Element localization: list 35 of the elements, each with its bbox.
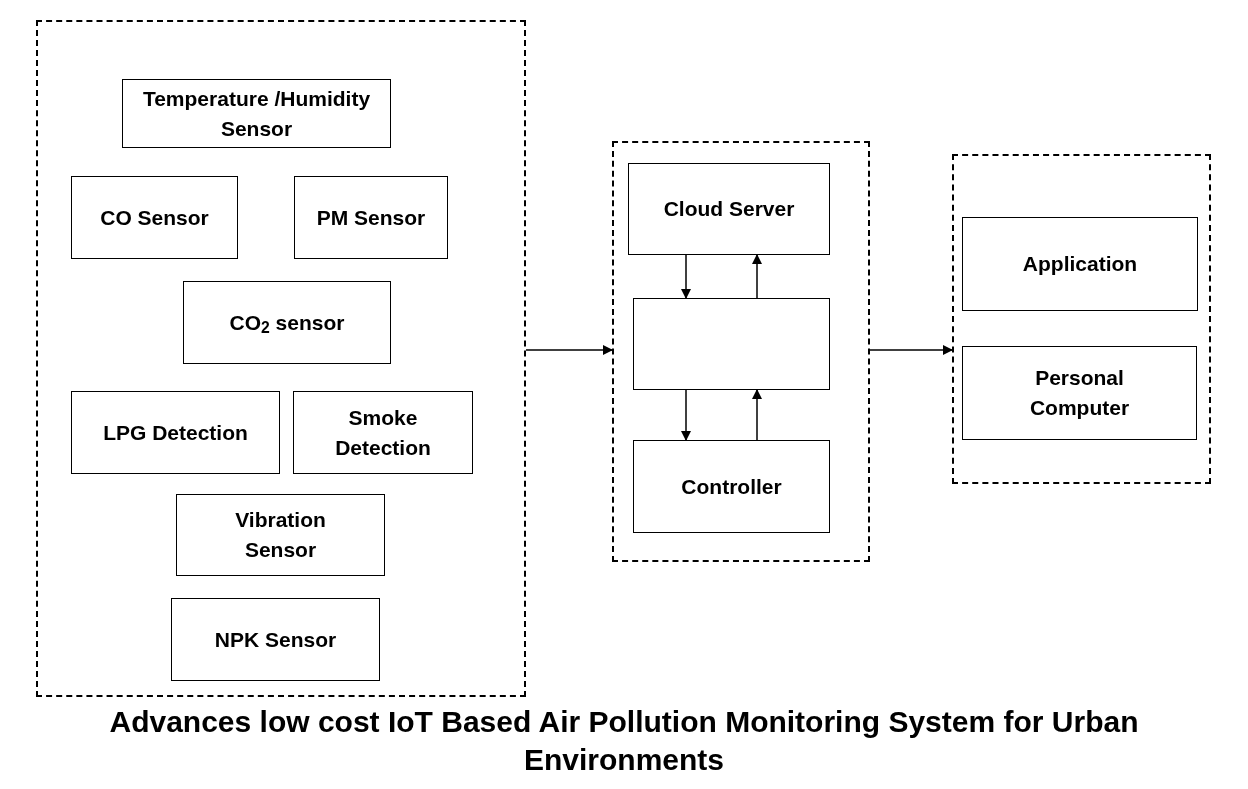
box-label: Application	[1021, 251, 1139, 277]
arrow	[869, 345, 953, 355]
box-label: CO$_{2}$ sensor	[228, 309, 346, 338]
box-label: Controller	[680, 473, 783, 500]
arrow	[525, 345, 613, 355]
process-box	[293, 391, 473, 474]
dashed-group-frame	[612, 141, 870, 562]
dashed-group-frame	[36, 20, 526, 697]
arrow	[681, 389, 691, 441]
box-label: LPG Detection	[102, 419, 249, 446]
box-label: Vibration Sensor	[234, 507, 327, 563]
process-box	[71, 176, 238, 259]
box-label: CO Sensor	[99, 204, 210, 231]
process-box	[294, 176, 448, 259]
dashed-group-frame	[952, 154, 1211, 484]
process-box	[962, 346, 1197, 440]
process-box	[962, 217, 1198, 311]
process-box	[633, 298, 830, 390]
process-box	[628, 163, 830, 255]
diagram-title: Advances low cost IoT Based Air Pollution Monitoring System for Urban Environments	[108, 704, 1140, 778]
process-box	[122, 79, 391, 148]
arrow	[752, 389, 762, 441]
box-label: Temperature /Humidity Sensor	[141, 85, 372, 142]
arrow	[681, 254, 691, 299]
box-label: Personal Computer	[1028, 365, 1131, 421]
process-box	[633, 440, 830, 533]
box-label: PM Sensor	[315, 204, 427, 231]
process-box	[176, 494, 385, 576]
process-box	[71, 391, 280, 474]
box-label: Smoke Detection	[334, 404, 432, 461]
box-label: NPK Sensor	[213, 626, 338, 653]
process-box	[183, 281, 391, 364]
box-label: Cloud Server	[662, 196, 796, 222]
process-box	[171, 598, 380, 681]
arrow	[752, 254, 762, 299]
